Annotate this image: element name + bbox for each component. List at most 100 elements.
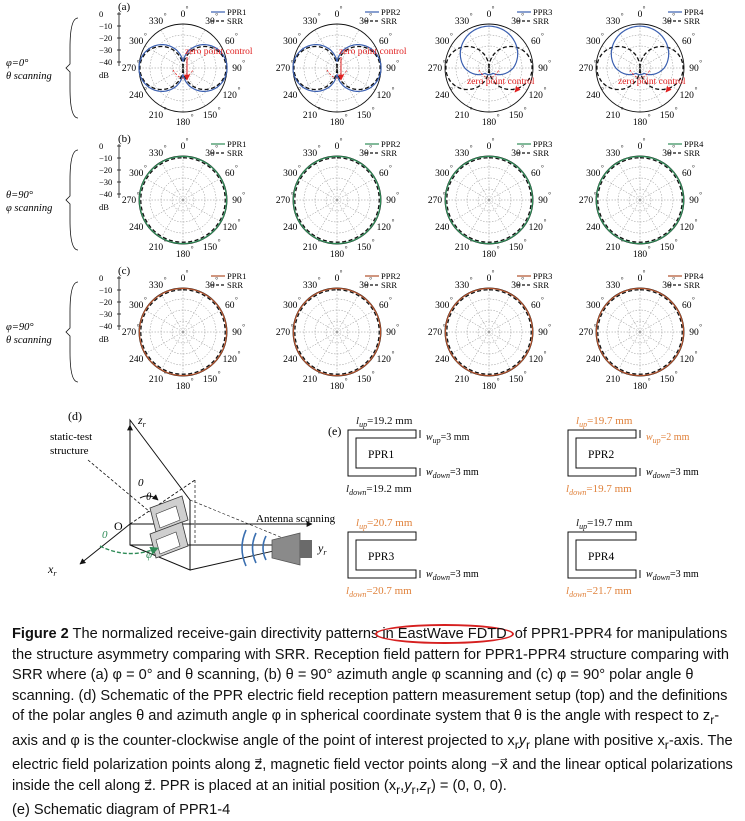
- angle-label: 300: [435, 37, 450, 47]
- series-ppr3-curve: [459, 25, 519, 76]
- angle-label: 120: [223, 355, 238, 365]
- grid-spoke: [182, 199, 206, 239]
- angle-label: 180: [176, 250, 191, 260]
- degree-mark: °: [215, 144, 218, 152]
- l-down-label: ldown=19.2 mm: [346, 483, 412, 497]
- antenna-horn-icon: [271, 532, 301, 566]
- series-srr-curve: [140, 289, 226, 375]
- degree-mark: °: [318, 238, 321, 246]
- degree-mark: °: [541, 296, 544, 304]
- legend-label-ppr3: PPR3: [533, 139, 552, 149]
- degree-mark: °: [144, 164, 147, 172]
- angle-label: 330: [149, 149, 164, 159]
- degree-mark: °: [497, 377, 500, 385]
- radial-tick-label: −20: [99, 33, 112, 43]
- degree-mark: °: [692, 296, 695, 304]
- degree-mark: °: [291, 191, 294, 199]
- degree-mark: °: [524, 238, 527, 246]
- degree-mark: °: [372, 106, 375, 114]
- grid-spoke: [336, 293, 360, 333]
- angle-label: 150: [660, 243, 675, 253]
- angle-label: 210: [606, 243, 621, 253]
- series-srr-curve: [596, 45, 684, 91]
- degree-mark: °: [672, 144, 675, 152]
- degree-mark: °: [291, 323, 294, 331]
- zero-point-arrow: [514, 85, 521, 93]
- zero-point-loop: [326, 69, 348, 79]
- angle-label: 180: [176, 382, 191, 392]
- angle-label: 120: [529, 91, 544, 101]
- degree-mark: °: [186, 5, 189, 13]
- angle-label: 150: [357, 375, 372, 385]
- grid-spoke: [639, 331, 679, 355]
- angle-label: 30: [662, 17, 672, 27]
- w-down-label: wdown=3 mm: [646, 569, 699, 582]
- angle-label: 330: [303, 149, 318, 159]
- degree-mark: °: [345, 245, 348, 253]
- legend-label-srr: SRR: [684, 280, 700, 290]
- angle-label: 150: [203, 111, 218, 121]
- grid-spoke: [617, 331, 641, 371]
- radial-tick-label: −10: [99, 285, 112, 295]
- polar-chart-a-3: 0°30°60°90°120°150°180°210°240°270°300°3…: [428, 5, 553, 128]
- degree-mark: °: [238, 218, 241, 226]
- angle-label: 0: [487, 142, 492, 152]
- angle-label: 300: [129, 37, 144, 47]
- grid-spoke: [639, 177, 679, 201]
- grid-spoke: [298, 309, 338, 333]
- grid-spoke: [450, 199, 490, 223]
- angle-label: 330: [303, 281, 318, 291]
- panel-e-label: (e): [328, 424, 341, 438]
- angle-label: 30: [511, 17, 521, 27]
- caption-e: (e) Schematic diagram of PPR1-4: [12, 802, 231, 819]
- polar-chart-c-3: 0°30°60°90°120°150°180°210°240°270°300°3…: [428, 269, 553, 392]
- grid-spoke: [336, 331, 360, 371]
- grid-spoke: [314, 293, 338, 333]
- grid-ring: [477, 188, 501, 212]
- degree-mark: °: [601, 32, 604, 40]
- angle-label: 30: [511, 149, 521, 159]
- angle-label: 120: [223, 91, 238, 101]
- angle-label: 0: [335, 142, 340, 152]
- radial-tick-label: −30: [99, 45, 112, 55]
- grid-spoke: [314, 199, 338, 239]
- grid-spoke: [298, 177, 338, 201]
- degree-mark: °: [218, 238, 221, 246]
- angle-label: 300: [129, 169, 144, 179]
- degree-mark: °: [345, 113, 348, 121]
- degree-mark: °: [470, 106, 473, 114]
- angle-label: 210: [303, 243, 318, 253]
- angle-label: 210: [606, 111, 621, 121]
- grid-spoke: [450, 309, 490, 333]
- grid-ring: [477, 56, 501, 80]
- degree-mark: °: [186, 269, 189, 277]
- grid-spoke: [488, 45, 528, 69]
- degree-mark: °: [695, 218, 698, 226]
- angle-label: 30: [359, 149, 369, 159]
- angle-label: 180: [482, 250, 497, 260]
- degree-mark: °: [621, 12, 624, 20]
- series-ppr1-curve: [138, 155, 228, 245]
- phi-arc: [99, 545, 159, 555]
- grid-spoke: [298, 67, 338, 91]
- degree-mark: °: [318, 12, 321, 20]
- angle-label: 240: [586, 355, 601, 365]
- figure-caption: Figure 2 The normalized receive-gain dir…: [12, 624, 737, 821]
- angle-label: 180: [482, 382, 497, 392]
- series-srr-curve: [446, 289, 532, 375]
- degree-mark: °: [544, 86, 547, 94]
- legend-label-ppr1: PPR1: [227, 271, 246, 281]
- degree-mark: °: [218, 106, 221, 114]
- angle-label: 60: [531, 37, 541, 47]
- degree-mark: °: [492, 269, 495, 277]
- angle-label: 0: [181, 10, 186, 20]
- degree-mark: °: [164, 370, 167, 378]
- angle-label: 120: [223, 223, 238, 233]
- static-test-label-2: structure: [50, 445, 89, 457]
- grid-spoke: [144, 67, 184, 91]
- degree-mark: °: [541, 32, 544, 40]
- caption-main: Figure 2 The normalized receive-gain dir…: [12, 624, 733, 797]
- degree-mark: °: [298, 32, 301, 40]
- angle-label: 180: [176, 118, 191, 128]
